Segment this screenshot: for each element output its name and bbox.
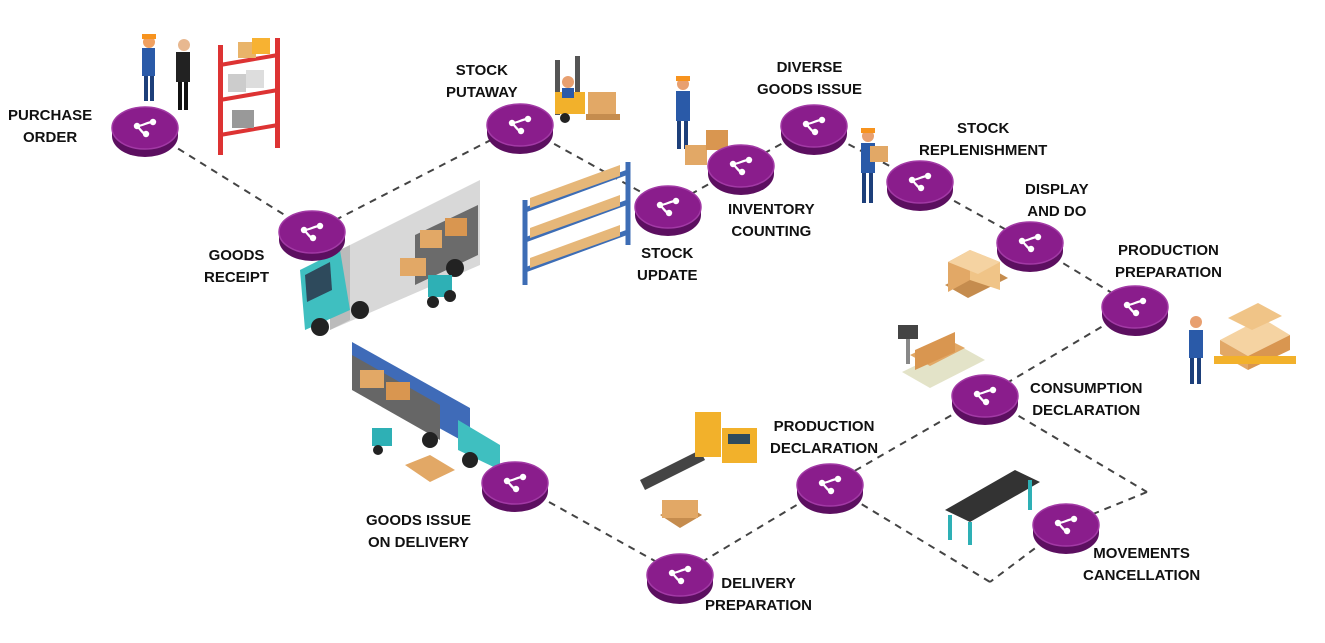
node-production-preparation[interactable] (1101, 285, 1169, 336)
process-nodes (111, 103, 1169, 604)
node-goods-receipt[interactable] (278, 210, 346, 261)
worker-counting-illustration (676, 76, 728, 165)
delivery-truck-illustration (352, 342, 500, 482)
forklift-illustration (555, 56, 620, 123)
node-diverse-goods-issue[interactable] (780, 104, 848, 155)
weighing-scale-illustration (898, 325, 985, 388)
connector-line (829, 484, 991, 583)
pallet-boxes-illustration (945, 250, 1008, 298)
node-goods-issue-on-delivery[interactable] (481, 461, 549, 512)
connector-line (1065, 491, 1148, 526)
worker-carrying-box-illustration (861, 128, 888, 203)
node-movements-cancellation[interactable] (1032, 503, 1100, 554)
warehouse-shelf-illustration (522, 162, 631, 285)
node-stock-replenishment[interactable] (886, 160, 954, 211)
truck-illustration (300, 180, 480, 336)
production-machine-illustration (640, 412, 757, 528)
node-inventory-counting[interactable] (707, 144, 775, 195)
node-consumption-declaration[interactable] (951, 374, 1019, 425)
shelving-rack-illustration (218, 38, 280, 155)
pallet-jack-illustration (1189, 303, 1296, 384)
node-stock-update[interactable] (634, 185, 702, 236)
people-handshake-illustration (142, 34, 190, 110)
node-stock-putaway[interactable] (486, 103, 554, 154)
node-delivery-preparation[interactable] (646, 553, 714, 604)
node-purchase-order[interactable] (111, 106, 179, 157)
node-production-declaration[interactable] (796, 463, 864, 514)
node-display-and-do[interactable] (996, 221, 1064, 272)
conveyor-belt-illustration (945, 470, 1040, 545)
